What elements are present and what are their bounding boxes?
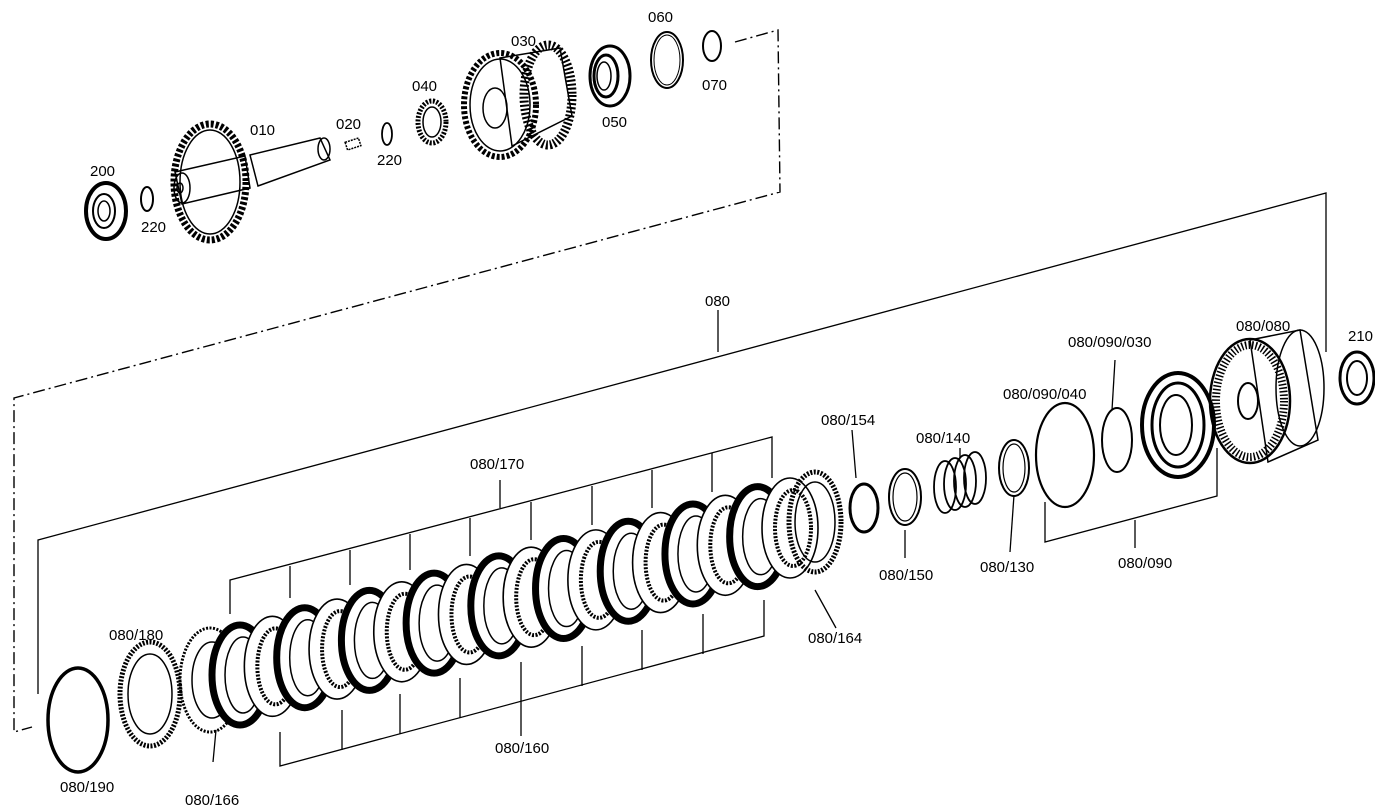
- dash-dot-assembly-line: [13, 29, 781, 733]
- leader-lines: [212, 359, 1116, 763]
- bracket-080-160: [279, 600, 765, 767]
- bracket-080-090: [1044, 448, 1218, 548]
- ring-080-190: [46, 666, 110, 774]
- bearing-210: [1338, 350, 1375, 406]
- clutch-drum-080-080: [1208, 329, 1325, 465]
- label-080-130: 080/130: [980, 559, 1034, 576]
- label-080-170: 080/170: [470, 456, 524, 473]
- plate-080-180: [117, 639, 183, 749]
- label-080-150: 080/150: [879, 567, 933, 584]
- clutch-plate-stack: [208, 477, 819, 729]
- label-010: 010: [250, 122, 275, 139]
- label-030: 030: [511, 33, 536, 50]
- bracket-080-170: [229, 436, 773, 614]
- steel-plate-teeth: [773, 488, 813, 568]
- label-080-166: 080/166: [185, 792, 239, 809]
- bearing-050: [588, 44, 632, 108]
- label-060: 060: [648, 9, 673, 26]
- label-080-160: 080/160: [495, 740, 549, 757]
- o-ring-080-090-030: [1101, 407, 1133, 473]
- spring-080-140: [933, 451, 987, 514]
- label-080-090-040: 080/090/040: [1003, 386, 1086, 403]
- gear-030: [461, 40, 577, 160]
- shaft-gear-010: [170, 120, 332, 244]
- label-080-190: 080/190: [60, 779, 114, 796]
- piston-080-090: [1140, 371, 1216, 479]
- label-040: 040: [412, 78, 437, 95]
- label-080-080: 080/080: [1236, 318, 1290, 335]
- label-080-154: 080/154: [821, 412, 875, 429]
- label-080-090-030: 080/090/030: [1068, 334, 1151, 351]
- label-210: 210: [1348, 328, 1373, 345]
- label-200: 200: [90, 163, 115, 180]
- o-ring-080-090-040: [1034, 401, 1096, 509]
- label-050: 050: [602, 114, 627, 131]
- label-080: 080: [705, 293, 730, 310]
- bearing-200: [84, 181, 128, 241]
- bracket-080: [37, 192, 1327, 694]
- label-070: 070: [702, 77, 727, 94]
- label-080-140: 080/140: [916, 430, 970, 447]
- label-080-164: 080/164: [808, 630, 862, 647]
- ring-080-154: [848, 482, 880, 534]
- snap-ring-070: [702, 30, 722, 62]
- plate-080-164: [786, 469, 844, 575]
- ring-080-130: [998, 439, 1030, 497]
- label-020: 020: [336, 116, 361, 133]
- label-220-upper: 220: [377, 152, 402, 169]
- ring-220-lower: [140, 186, 154, 212]
- label-220-lower: 220: [141, 219, 166, 236]
- needle-bearing-040: [415, 98, 449, 146]
- snap-ring-060: [650, 31, 684, 89]
- pin-020: [344, 137, 362, 151]
- ring-080-150: [888, 468, 922, 526]
- label-080-090: 080/090: [1118, 555, 1172, 572]
- ring-220-upper: [381, 122, 393, 146]
- label-080-180: 080/180: [109, 627, 163, 644]
